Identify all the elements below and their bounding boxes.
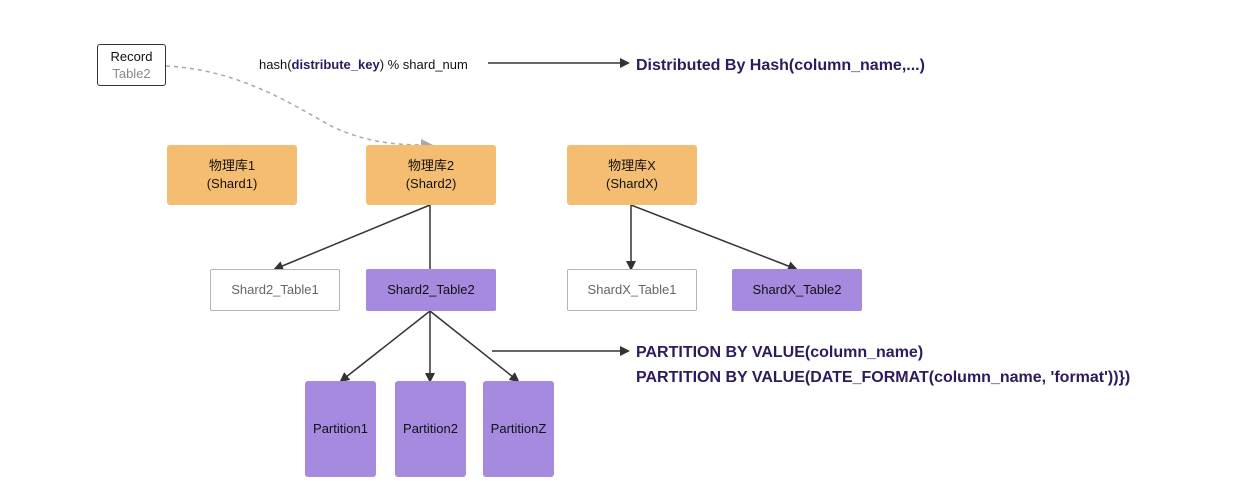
partition-node-2: Partition2 [395,381,466,477]
shard-node-x: 物理库X (ShardX) [567,145,697,205]
table-node-shardx-table1: ShardX_Table1 [567,269,697,311]
record-title: Record [110,49,153,64]
partition-label: Partition1 [313,421,368,436]
shard2-to-table1-edge [273,204,431,271]
table-label: Shard2_Table2 [387,282,475,297]
table-node-shard2-table2: Shard2_Table2 [366,269,496,311]
table-node-shardx-table2: ShardX_Table2 [732,269,862,311]
shard-2-label: (Shard2) [405,176,457,191]
shardx-to-table2-edge [630,204,798,271]
shard-node-2: 物理库2 (Shard2) [366,145,496,205]
partition-note-line2: PARTITION BY VALUE(DATE_FORMAT(column_na… [636,369,1131,386]
record-table-name: Table2 [112,66,151,81]
table-label: Shard2_Table1 [231,282,319,297]
table-node-shard2-table1: Shard2_Table1 [210,269,340,311]
record-node: Record Table2 [97,44,166,86]
shard-1-name: 物理库1 [208,158,256,173]
hash-formula-key: distribute_key [291,57,380,72]
shard-node-1: 物理库1 (Shard1) [167,145,297,205]
partition-label: PartitionZ [490,421,547,436]
hash-formula: hash(distribute_key) % shard_num [259,56,468,74]
partition-note-line1: PARTITION BY VALUE(column_name) [636,344,924,361]
hash-formula-suffix: ) % shard_num [379,57,468,72]
table-label: ShardX_Table1 [587,282,677,297]
shard-x-name: 物理库X [608,158,656,173]
partition-node-1: Partition1 [305,381,376,477]
hash-formula-prefix: hash( [259,57,292,72]
partition-label: Partition2 [403,421,458,436]
table2-to-partitionz-edge [429,310,520,383]
record-to-shard2-dashed-arrow [165,65,433,151]
shard-2-name: 物理库2 [407,158,455,173]
shard-x-label: (ShardX) [605,176,659,191]
shard-1-label: (Shard1) [206,176,258,191]
partition-node-z: PartitionZ [483,381,554,477]
table-label: ShardX_Table2 [752,282,842,297]
table2-to-partition1-edge [339,310,431,383]
distribution-note: Distributed By Hash(column_name,...) [636,57,925,74]
